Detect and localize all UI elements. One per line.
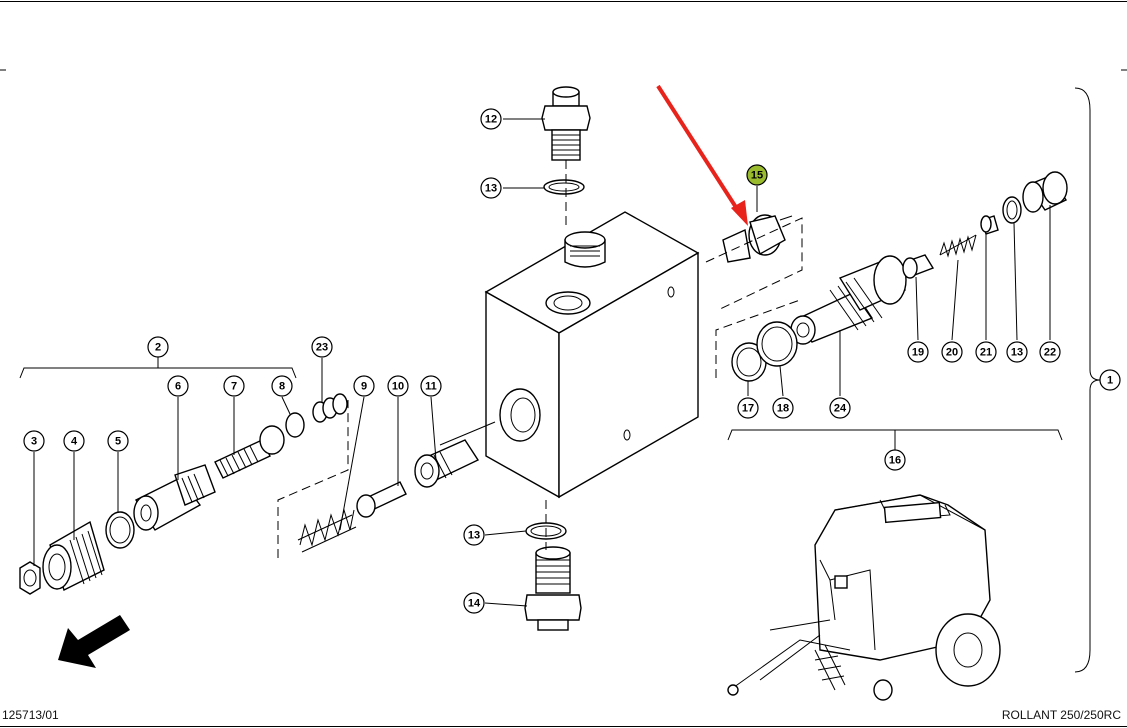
callout-22: 22 xyxy=(1039,341,1061,363)
part-13-oring-top xyxy=(543,179,585,195)
baler-machine-icon xyxy=(727,494,1001,701)
callout-label: 13 xyxy=(1011,347,1023,359)
part-3-nut xyxy=(19,561,41,595)
part-8-oring xyxy=(285,412,305,438)
callout-13b: 13 xyxy=(463,524,485,546)
callout-14: 14 xyxy=(463,592,485,614)
callout-21: 21 xyxy=(975,341,997,363)
callout-8: 8 xyxy=(271,375,293,397)
callout-label: 14 xyxy=(468,598,481,610)
part-10-pin xyxy=(356,481,407,518)
callout-11: 11 xyxy=(420,375,442,397)
callout-label: 11 xyxy=(425,381,437,393)
part-21-seat xyxy=(980,215,999,235)
callout-23: 23 xyxy=(311,336,333,358)
callout-9: 9 xyxy=(353,375,375,397)
callout-label: 2 xyxy=(155,342,161,354)
callout-label: 10 xyxy=(392,381,404,393)
machine-model: ROLLANT 250/250RC xyxy=(1001,708,1121,722)
part-19-poppet xyxy=(902,254,935,279)
callout-2: 2 xyxy=(147,336,169,358)
callout-label: 13 xyxy=(468,530,480,542)
frame-top-border xyxy=(0,1,1127,2)
part-4-knurled-cap xyxy=(42,520,105,591)
callout-label: 24 xyxy=(834,403,847,415)
bracket-2 xyxy=(19,367,297,379)
callout-label: 17 xyxy=(742,403,754,415)
part-14-bottom-fitting xyxy=(524,546,582,631)
callout-6: 6 xyxy=(167,375,189,397)
callout-label: 15 xyxy=(751,170,763,182)
callout-label: 13 xyxy=(485,183,497,195)
part-11-sleeve xyxy=(414,439,480,488)
callout-label: 8 xyxy=(279,381,285,393)
valve-block xyxy=(484,211,700,499)
part-22-plug xyxy=(1022,171,1068,213)
callout-19: 19 xyxy=(907,341,929,363)
callout-10: 10 xyxy=(387,375,409,397)
callout-label: 4 xyxy=(71,436,78,448)
callout-7: 7 xyxy=(223,375,245,397)
callout-18: 18 xyxy=(772,397,794,419)
part-18-oring xyxy=(756,321,798,367)
callout-1: 1 xyxy=(1099,369,1121,391)
callout-3: 3 xyxy=(23,430,45,452)
pointer-arrow-icon xyxy=(656,84,748,226)
callout-label: 7 xyxy=(231,381,237,393)
callout-label: 5 xyxy=(115,436,121,448)
callout-label: 18 xyxy=(777,403,789,415)
callout-label: 20 xyxy=(946,347,958,359)
callout-label: 3 xyxy=(31,436,37,448)
callout-label: 16 xyxy=(889,455,901,467)
callout-16: 16 xyxy=(884,449,906,471)
bracket-1 xyxy=(1074,87,1101,673)
callout-label: 12 xyxy=(485,114,497,126)
callout-label: 22 xyxy=(1044,347,1056,359)
part-20-spring xyxy=(939,234,977,258)
part-9-spring xyxy=(297,508,357,553)
part-23-rings xyxy=(312,393,348,423)
callout-4: 4 xyxy=(63,430,85,452)
part-6-fitting xyxy=(133,464,216,531)
part-15-valve-insert xyxy=(722,214,793,263)
callout-17: 17 xyxy=(737,397,759,419)
callout-label: 6 xyxy=(175,381,181,393)
leader-lines xyxy=(33,118,1051,607)
callout-24: 24 xyxy=(829,397,851,419)
callout-12: 12 xyxy=(480,108,502,130)
callout-15: 15 xyxy=(746,164,768,186)
callout-label: 19 xyxy=(912,347,924,359)
callout-20: 20 xyxy=(941,341,963,363)
frame-bottom-border xyxy=(0,726,1127,727)
part-13-oring-right xyxy=(1002,196,1022,224)
callout-label: 23 xyxy=(316,342,328,354)
callout-label: 9 xyxy=(361,381,367,393)
flow-direction-arrow-icon xyxy=(58,615,130,668)
callout-13c: 13 xyxy=(1006,341,1028,363)
callout-label: 21 xyxy=(980,347,992,359)
part-12-top-fitting xyxy=(541,86,591,161)
callout-13a: 13 xyxy=(480,177,502,199)
part-7-screw xyxy=(214,425,285,479)
drawing-number: 125713/01 xyxy=(2,708,59,722)
callout-5: 5 xyxy=(107,430,129,452)
callout-label: 1 xyxy=(1107,375,1113,387)
part-24-cartridge xyxy=(790,255,907,345)
